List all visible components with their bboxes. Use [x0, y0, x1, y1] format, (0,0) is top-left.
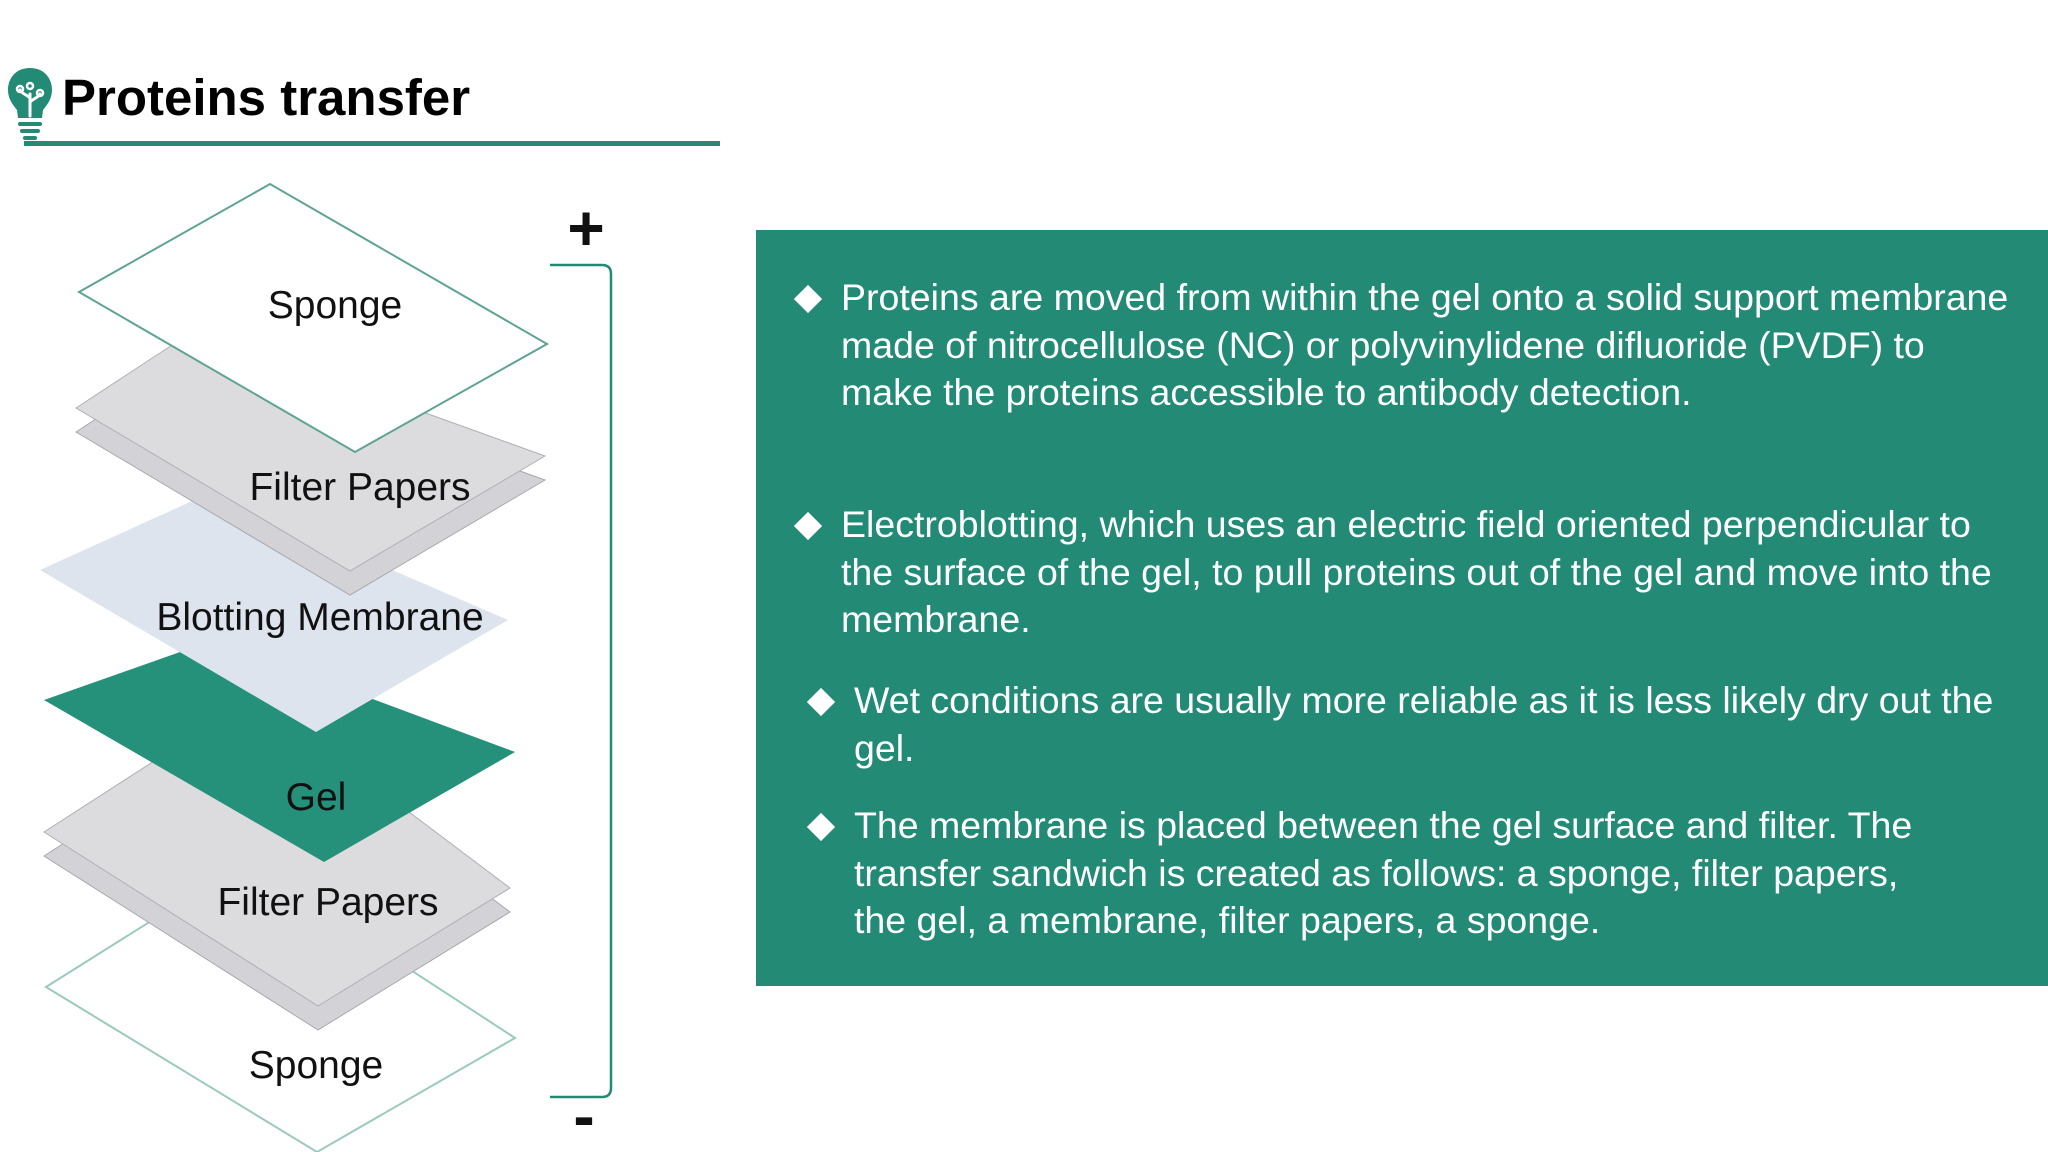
negative-electrode-symbol: -	[573, 1080, 594, 1152]
label-filter-papers-bottom: Filter Papers	[217, 881, 438, 924]
label-sponge-bottom: Sponge	[249, 1044, 383, 1087]
label-blotting-membrane: Blotting Membrane	[156, 596, 483, 639]
label-gel: Gel	[286, 776, 347, 819]
slide-title: Proteins transfer	[62, 69, 471, 126]
bullet-text: Electroblotting, which uses an electric …	[841, 503, 1992, 640]
title-underline	[24, 141, 720, 146]
bullet-text: Wet conditions are usually more reliable…	[854, 679, 1994, 769]
description-panel: Proteins are moved from within the gel o…	[756, 230, 2048, 986]
bullet-item: Wet conditions are usually more reliable…	[806, 677, 2024, 772]
layer-blotting-membrane	[40, 492, 508, 732]
layer-gel	[44, 640, 515, 862]
transfer-sandwich-diagram: Sponge Filter Papers Blotting Membrane G…	[40, 182, 613, 1152]
diamond-bullet-icon	[806, 812, 836, 842]
diamond-bullet-icon	[806, 687, 836, 717]
polarity-bracket	[550, 263, 613, 1099]
label-filter-papers-top: Filter Papers	[249, 466, 470, 509]
bullet-text: Proteins are moved from within the gel o…	[841, 276, 2009, 413]
bullet-item: Proteins are moved from within the gel o…	[793, 274, 2021, 417]
layer-sponge-top	[76, 182, 550, 454]
layer-filter-paper-top-sheet-1	[75, 329, 547, 572]
bullet-text: The membrane is placed between the gel s…	[854, 804, 1913, 941]
diamond-bullet-icon	[793, 511, 823, 541]
diamond-bullet-icon	[793, 284, 823, 314]
positive-electrode-symbol: +	[567, 192, 604, 264]
bullet-item: Electroblotting, which uses an electric …	[793, 501, 2021, 644]
bullet-item: The membrane is placed between the gel s…	[806, 802, 1914, 945]
lightbulb-icon	[8, 68, 52, 140]
label-sponge-top: Sponge	[268, 284, 402, 327]
